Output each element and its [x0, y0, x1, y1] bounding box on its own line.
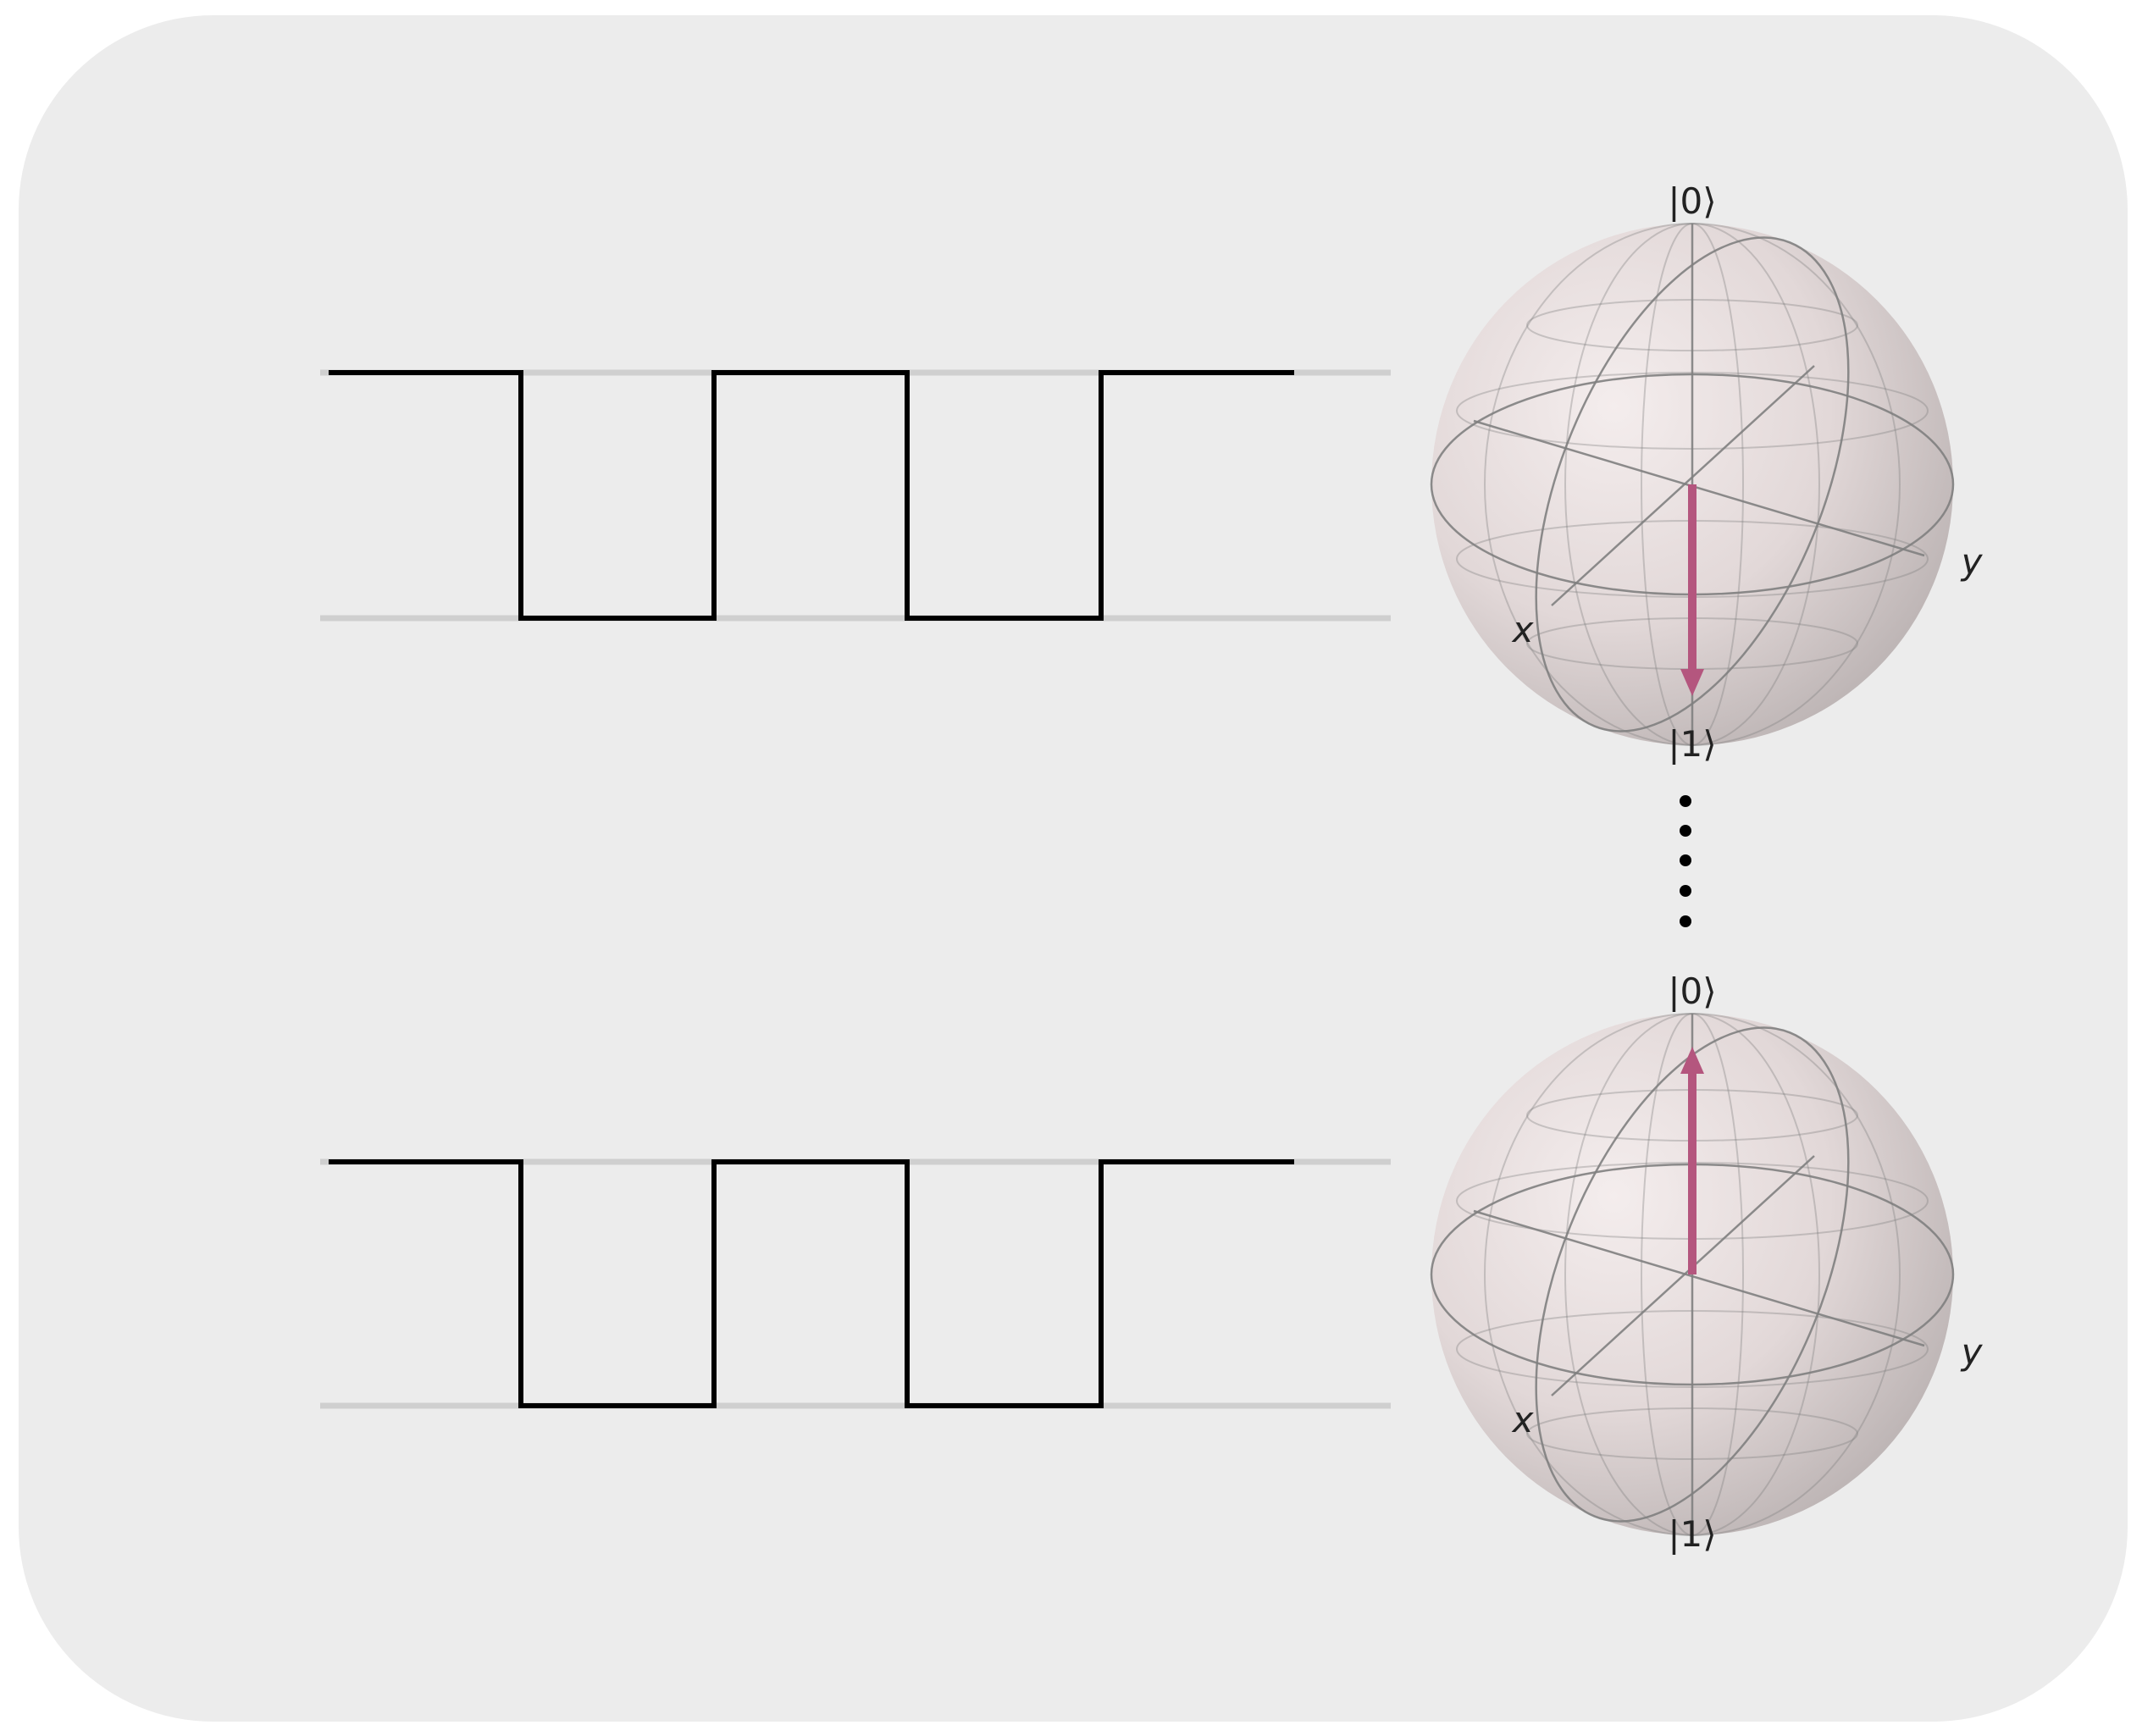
bottom-label: |1⟩	[1668, 723, 1716, 765]
bloch-sphere-2: |0⟩ |1⟩ x y	[1430, 970, 1984, 1555]
vertical-ellipsis-icon	[1680, 795, 1691, 927]
y-axis-label: y	[1960, 541, 1984, 583]
pulse-sequence-2	[320, 1158, 1391, 1409]
pulse-sequence-1	[320, 369, 1391, 622]
y-axis-label: y	[1960, 1331, 1984, 1373]
top-label: |0⟩	[1668, 970, 1716, 1012]
pulse-waveform	[329, 370, 1294, 621]
bottom-label: |1⟩	[1668, 1513, 1716, 1555]
bloch-sphere-1: |0⟩ |1⟩ x y	[1430, 180, 1984, 765]
top-label: |0⟩	[1668, 180, 1716, 222]
x-axis-label: x	[1511, 609, 1535, 650]
up-icon	[1680, 1047, 1704, 1074]
pulse-waveform	[329, 1159, 1294, 1408]
down-icon	[1680, 669, 1704, 696]
x-axis-label: x	[1511, 1399, 1535, 1440]
